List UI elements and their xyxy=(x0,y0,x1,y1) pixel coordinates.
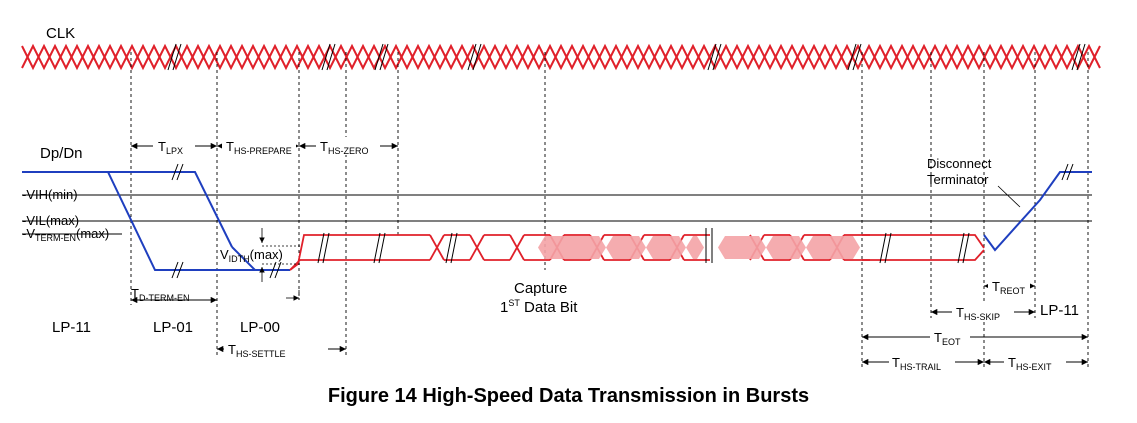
thszero-label: THS-ZERO xyxy=(320,139,368,156)
vih-label: -VIH(min) xyxy=(22,187,78,202)
vidth-marker xyxy=(259,228,302,282)
capture-cell xyxy=(806,236,860,259)
treot-label: TREOT xyxy=(992,279,1025,296)
vil-label: -VIL(max) xyxy=(22,213,79,228)
label-backgrounds xyxy=(153,137,1066,371)
disconnect-label-line2: Terminator xyxy=(927,172,989,187)
tdterm-label: TD-TERM-EN xyxy=(131,286,189,303)
hs-eye xyxy=(469,234,510,261)
figure-caption: Figure 14 High-Speed Data Transmission i… xyxy=(327,385,810,407)
thsprep-label: THS-PREPARE xyxy=(226,139,292,156)
capture-cell xyxy=(766,236,806,259)
state-lp01: LP-01 xyxy=(153,319,193,336)
hs-break-marks xyxy=(317,228,970,264)
capture-cell xyxy=(686,236,704,259)
capture-label-line1: Capture xyxy=(514,280,567,297)
thstrail-label: THS-TRAIL xyxy=(892,355,941,372)
capture-region xyxy=(538,236,860,259)
hs-trail-lower xyxy=(862,249,985,261)
thsskip-label: THS-SKIP xyxy=(956,305,1000,322)
dp-dn-label: Dp/Dn xyxy=(40,145,83,162)
teot-label: TEOT xyxy=(934,330,961,347)
thsexit-label: THS-EXIT xyxy=(1008,355,1052,372)
disconnect-label-line1: Disconnect xyxy=(927,156,992,171)
state-lp11-start: LP-11 xyxy=(52,319,91,336)
capture-cell xyxy=(646,236,686,259)
hs-lane-lower xyxy=(289,259,430,271)
timing-diagram: CLK -VIH(min) -VIL(max) -VTERM-EN(max) D… xyxy=(21,25,1101,372)
state-lp00: LP-00 xyxy=(240,319,280,336)
tlpx-label: TLPX xyxy=(158,139,183,156)
settle-small-marker xyxy=(286,290,300,301)
dp-dn-break-marks xyxy=(171,163,1074,279)
hs-trail-upper xyxy=(862,234,985,249)
vterm-label: -VTERM-EN(max) xyxy=(22,226,109,243)
capture-cell xyxy=(718,236,766,259)
threshold-lines xyxy=(22,194,1092,235)
hs-lane-upper xyxy=(289,234,430,271)
vidth-label: VIDTH(max) xyxy=(220,247,283,264)
thssettle-label: THS-SETTLE xyxy=(228,342,285,359)
hs-eye xyxy=(509,234,550,261)
clk-waveform xyxy=(21,43,1101,71)
state-lp11-end: LP-11 xyxy=(1040,302,1079,319)
capture-cell xyxy=(538,236,606,259)
hs-eye xyxy=(429,234,470,261)
disconnect-pointer xyxy=(997,185,1021,208)
clk-label: CLK xyxy=(46,25,75,42)
clk-positive-trace xyxy=(21,43,1101,71)
capture-label-line2: 1ST Data Bit xyxy=(500,298,578,316)
capture-cell xyxy=(606,236,646,259)
clk-break-marks xyxy=(167,43,1086,71)
clk-negative-trace xyxy=(21,43,1101,71)
